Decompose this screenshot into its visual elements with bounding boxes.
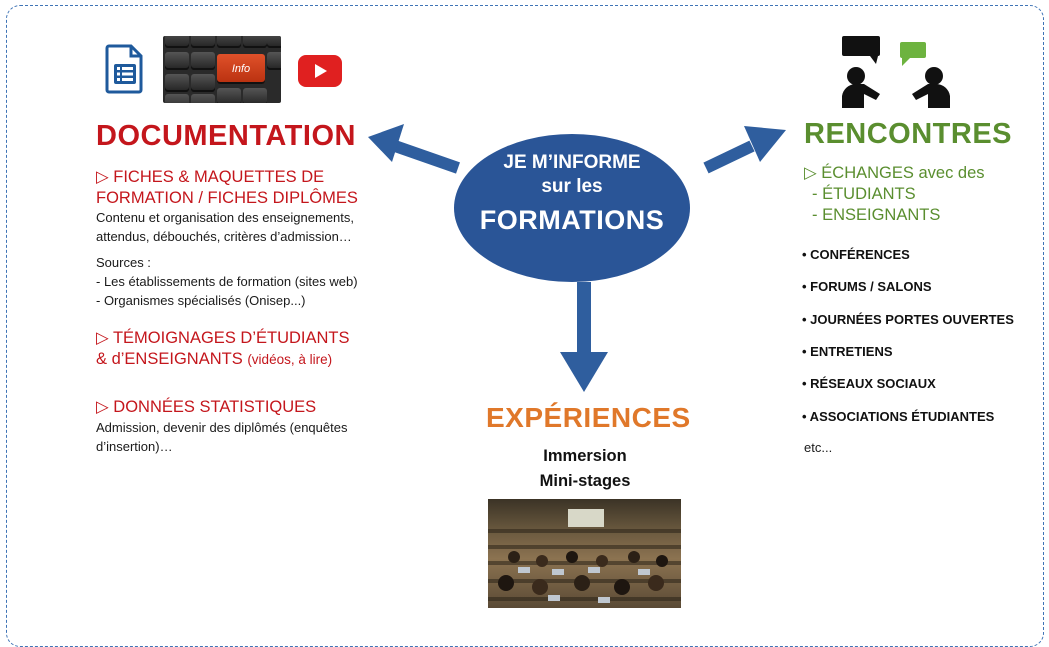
temoignages-note: (vidéos, à lire) [247,352,333,367]
fiches-title-line1: ▷ FICHES & MAQUETTES DE [96,168,325,186]
arrow-to-rencontres [703,140,755,174]
center-ellipse [454,134,690,282]
amphitheater-photo [488,499,681,608]
mini-stages-label: Mini-stages [539,472,631,490]
arrow-head-down [560,352,608,392]
sources-label: Sources : [96,255,151,270]
fiches-description: Contenu et organisation des enseignement… [96,208,396,246]
sources-block: Sources : - Les établissements de format… [96,253,358,310]
rencontres-heading: RENCONTRES [804,118,1013,150]
statistiques-title: ▷ DONNÉES STATISTIQUES [96,398,317,416]
people-chat-icon [842,36,950,108]
youtube-icon [298,55,342,87]
stats-desc-line2: d’insertion)… [96,439,173,454]
bullet-item: • ENTRETIENS [802,344,893,359]
source-item: - Les établissements de formation (sites… [96,274,358,289]
echanges-line1: ▷ ÉCHANGES avec des [804,164,985,182]
stats-desc-line1: Admission, devenir des diplômés (enquête… [96,420,348,435]
arrows-layer [368,124,786,392]
bullet-item: • CONFÉRENCES [802,247,910,262]
center-text: JE M’INFORME sur les FORMATIONS [454,141,690,237]
arrow-head-left [368,124,404,162]
statistiques-description: Admission, devenir des diplômés (enquête… [96,418,396,456]
bullet-item: • RÉSEAUX SOCIAUX [802,376,936,391]
fiches-title: ▷ FICHES & MAQUETTES DE FORMATION / FICH… [96,167,358,209]
bullet-item: • JOURNÉES PORTES OUVERTES [802,312,1014,327]
experiences-heading: EXPÉRIENCES [486,402,691,433]
document-list-icon [105,44,143,94]
temoignages-line2: & d’ENSEIGNANTS [96,350,243,368]
arrow-to-documentation [393,140,460,174]
center-line2: sur les [541,176,603,197]
info-key: Info [217,54,265,84]
echanges-line3: - ENSEIGNANTS [812,206,941,224]
arrow-head-right [744,126,786,162]
bullet-item: • ASSOCIATIONS ÉTUDIANTES [802,409,995,424]
center-line1: JE M’INFORME [503,152,641,173]
fiches-title-line2: FORMATION / FICHES DIPLÔMES [96,189,358,207]
bullet-item: • FORUMS / SALONS [802,279,932,294]
keyboard-info-photo: Info [163,36,281,103]
fiches-desc-line1: Contenu et organisation des enseignement… [96,210,355,225]
immersion-label: Immersion [543,447,627,465]
center-line3: FORMATIONS [479,205,665,235]
temoignages-line1: ▷ TÉMOIGNAGES D’ÉTUDIANTS [96,329,350,347]
etc-label: etc... [804,440,833,455]
echanges-block: ▷ ÉCHANGES avec des - ÉTUDIANTS - ENSEIG… [804,163,985,226]
experiences-details: Immersion Mini-stages [490,444,680,494]
echanges-line2: - ÉTUDIANTS [812,185,916,203]
fiches-desc-line2: attendus, débouchés, critères d’admissio… [96,229,352,244]
source-item: - Organismes spécialisés (Onisep...) [96,293,306,308]
temoignages-title: ▷ TÉMOIGNAGES D’ÉTUDIANTS & d’ENSEIGNANT… [96,328,350,370]
documentation-heading: DOCUMENTATION [96,120,356,152]
